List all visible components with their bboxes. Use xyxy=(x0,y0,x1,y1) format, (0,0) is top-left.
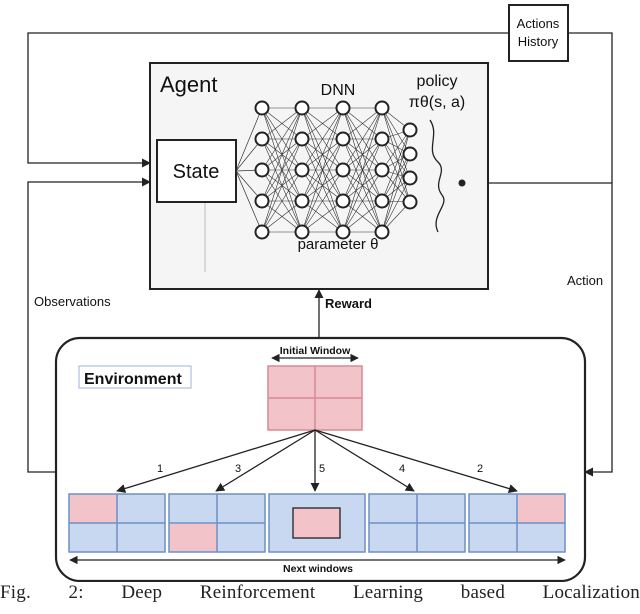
nn-connection xyxy=(261,107,303,140)
nn-node xyxy=(402,146,418,162)
nn-connection xyxy=(235,107,263,172)
nn-connection xyxy=(381,129,411,202)
figure-caption: Fig. 2: Deep Reinforcement Learning base… xyxy=(0,582,640,603)
initial-window xyxy=(267,365,363,431)
nn-connection xyxy=(261,138,303,233)
initial-window-label: Initial Window xyxy=(280,345,351,357)
branch-number-1: 1 xyxy=(157,463,163,475)
nn-connection xyxy=(261,169,303,233)
parameter-label: parameter θ xyxy=(298,236,379,253)
nn-node xyxy=(374,162,390,178)
nn-connection xyxy=(381,107,411,203)
nn-connection xyxy=(342,107,383,171)
nn-node xyxy=(335,131,351,147)
nn-connection xyxy=(261,200,303,233)
actions-history-label-1: Actions xyxy=(517,16,560,31)
next-window-1 xyxy=(68,493,166,553)
drl-localization-diagram: Actions History Agent DNN policy πθ(s, a… xyxy=(27,4,613,582)
nn-node xyxy=(294,162,310,178)
branch-number-2: 2 xyxy=(477,463,483,475)
nn-node xyxy=(374,131,390,147)
nn-connection xyxy=(342,138,383,233)
neural-network xyxy=(235,100,418,240)
nn-node xyxy=(254,162,270,178)
nn-connection xyxy=(301,107,344,171)
nn-node xyxy=(294,100,310,116)
branch-number-5: 5 xyxy=(319,463,325,475)
nn-node xyxy=(294,131,310,147)
nn-connection xyxy=(301,107,344,233)
agent-box: Agent DNN policy πθ(s, a) parameter θ St… xyxy=(149,62,489,290)
next-window-3 xyxy=(168,493,266,553)
nn-node xyxy=(335,100,351,116)
branch-arrows xyxy=(116,429,518,493)
nn-connection xyxy=(342,200,383,233)
observations-label: Observations xyxy=(34,294,111,309)
feedback-loop xyxy=(27,32,613,477)
nn-node xyxy=(254,224,270,240)
nn-connection xyxy=(381,129,411,233)
policy-distribution-curve xyxy=(429,119,445,233)
nn-connection xyxy=(381,153,411,233)
nn-node xyxy=(374,193,390,209)
next-window-4 xyxy=(368,493,466,553)
nn-node xyxy=(335,162,351,178)
nn-connection xyxy=(381,138,411,203)
next-windows xyxy=(68,493,566,553)
actions-history-label-2: History xyxy=(518,34,559,49)
nn-connection xyxy=(301,107,344,202)
branch-number-3: 3 xyxy=(235,463,241,475)
nn-connection xyxy=(261,107,303,171)
nn-connection xyxy=(381,153,411,202)
nn-connection xyxy=(301,107,344,140)
nn-connection xyxy=(261,107,303,233)
nn-node xyxy=(335,193,351,209)
policy-label: policy xyxy=(417,73,458,90)
nn-connection xyxy=(381,129,411,171)
next-window-5 xyxy=(268,493,366,553)
nn-connection xyxy=(342,107,383,140)
nn-connection xyxy=(261,107,303,202)
policy-output-dot xyxy=(458,179,466,187)
actions-history-box: Actions History xyxy=(508,4,569,62)
nn-node xyxy=(294,193,310,209)
nn-node xyxy=(335,224,351,240)
dnn-label: DNN xyxy=(321,82,356,99)
environment-box: Environment Initial Window 1 3 5 4 2 xyxy=(54,336,587,582)
nn-connection xyxy=(301,200,344,233)
nn-connection xyxy=(342,169,383,233)
nn-connection xyxy=(301,169,344,233)
nn-node xyxy=(374,224,390,240)
state-label: State xyxy=(173,161,220,183)
nn-connection xyxy=(342,107,383,233)
policy-formula: πθ(s, a) xyxy=(409,94,465,111)
agent-label: Agent xyxy=(160,72,218,97)
nn-node xyxy=(254,131,270,147)
nn-connection xyxy=(301,138,344,233)
reward-label: Reward xyxy=(325,296,372,311)
nn-node xyxy=(254,100,270,116)
nn-connection xyxy=(342,107,383,202)
environment-label: Environment xyxy=(84,371,182,388)
nn-node xyxy=(402,170,418,186)
nn-node xyxy=(294,224,310,240)
action-label: Action xyxy=(567,273,603,288)
branch-number-4: 4 xyxy=(399,463,405,475)
next-window-2 xyxy=(468,493,566,553)
nn-connection xyxy=(381,177,411,233)
nn-connection xyxy=(235,170,263,233)
nn-connection xyxy=(381,138,411,179)
nn-node xyxy=(254,193,270,209)
nn-node xyxy=(374,100,390,116)
nn-node xyxy=(402,194,418,210)
environment-label-box xyxy=(78,365,192,389)
nn-node xyxy=(402,122,418,138)
next-windows-label: Next windows xyxy=(283,563,353,575)
